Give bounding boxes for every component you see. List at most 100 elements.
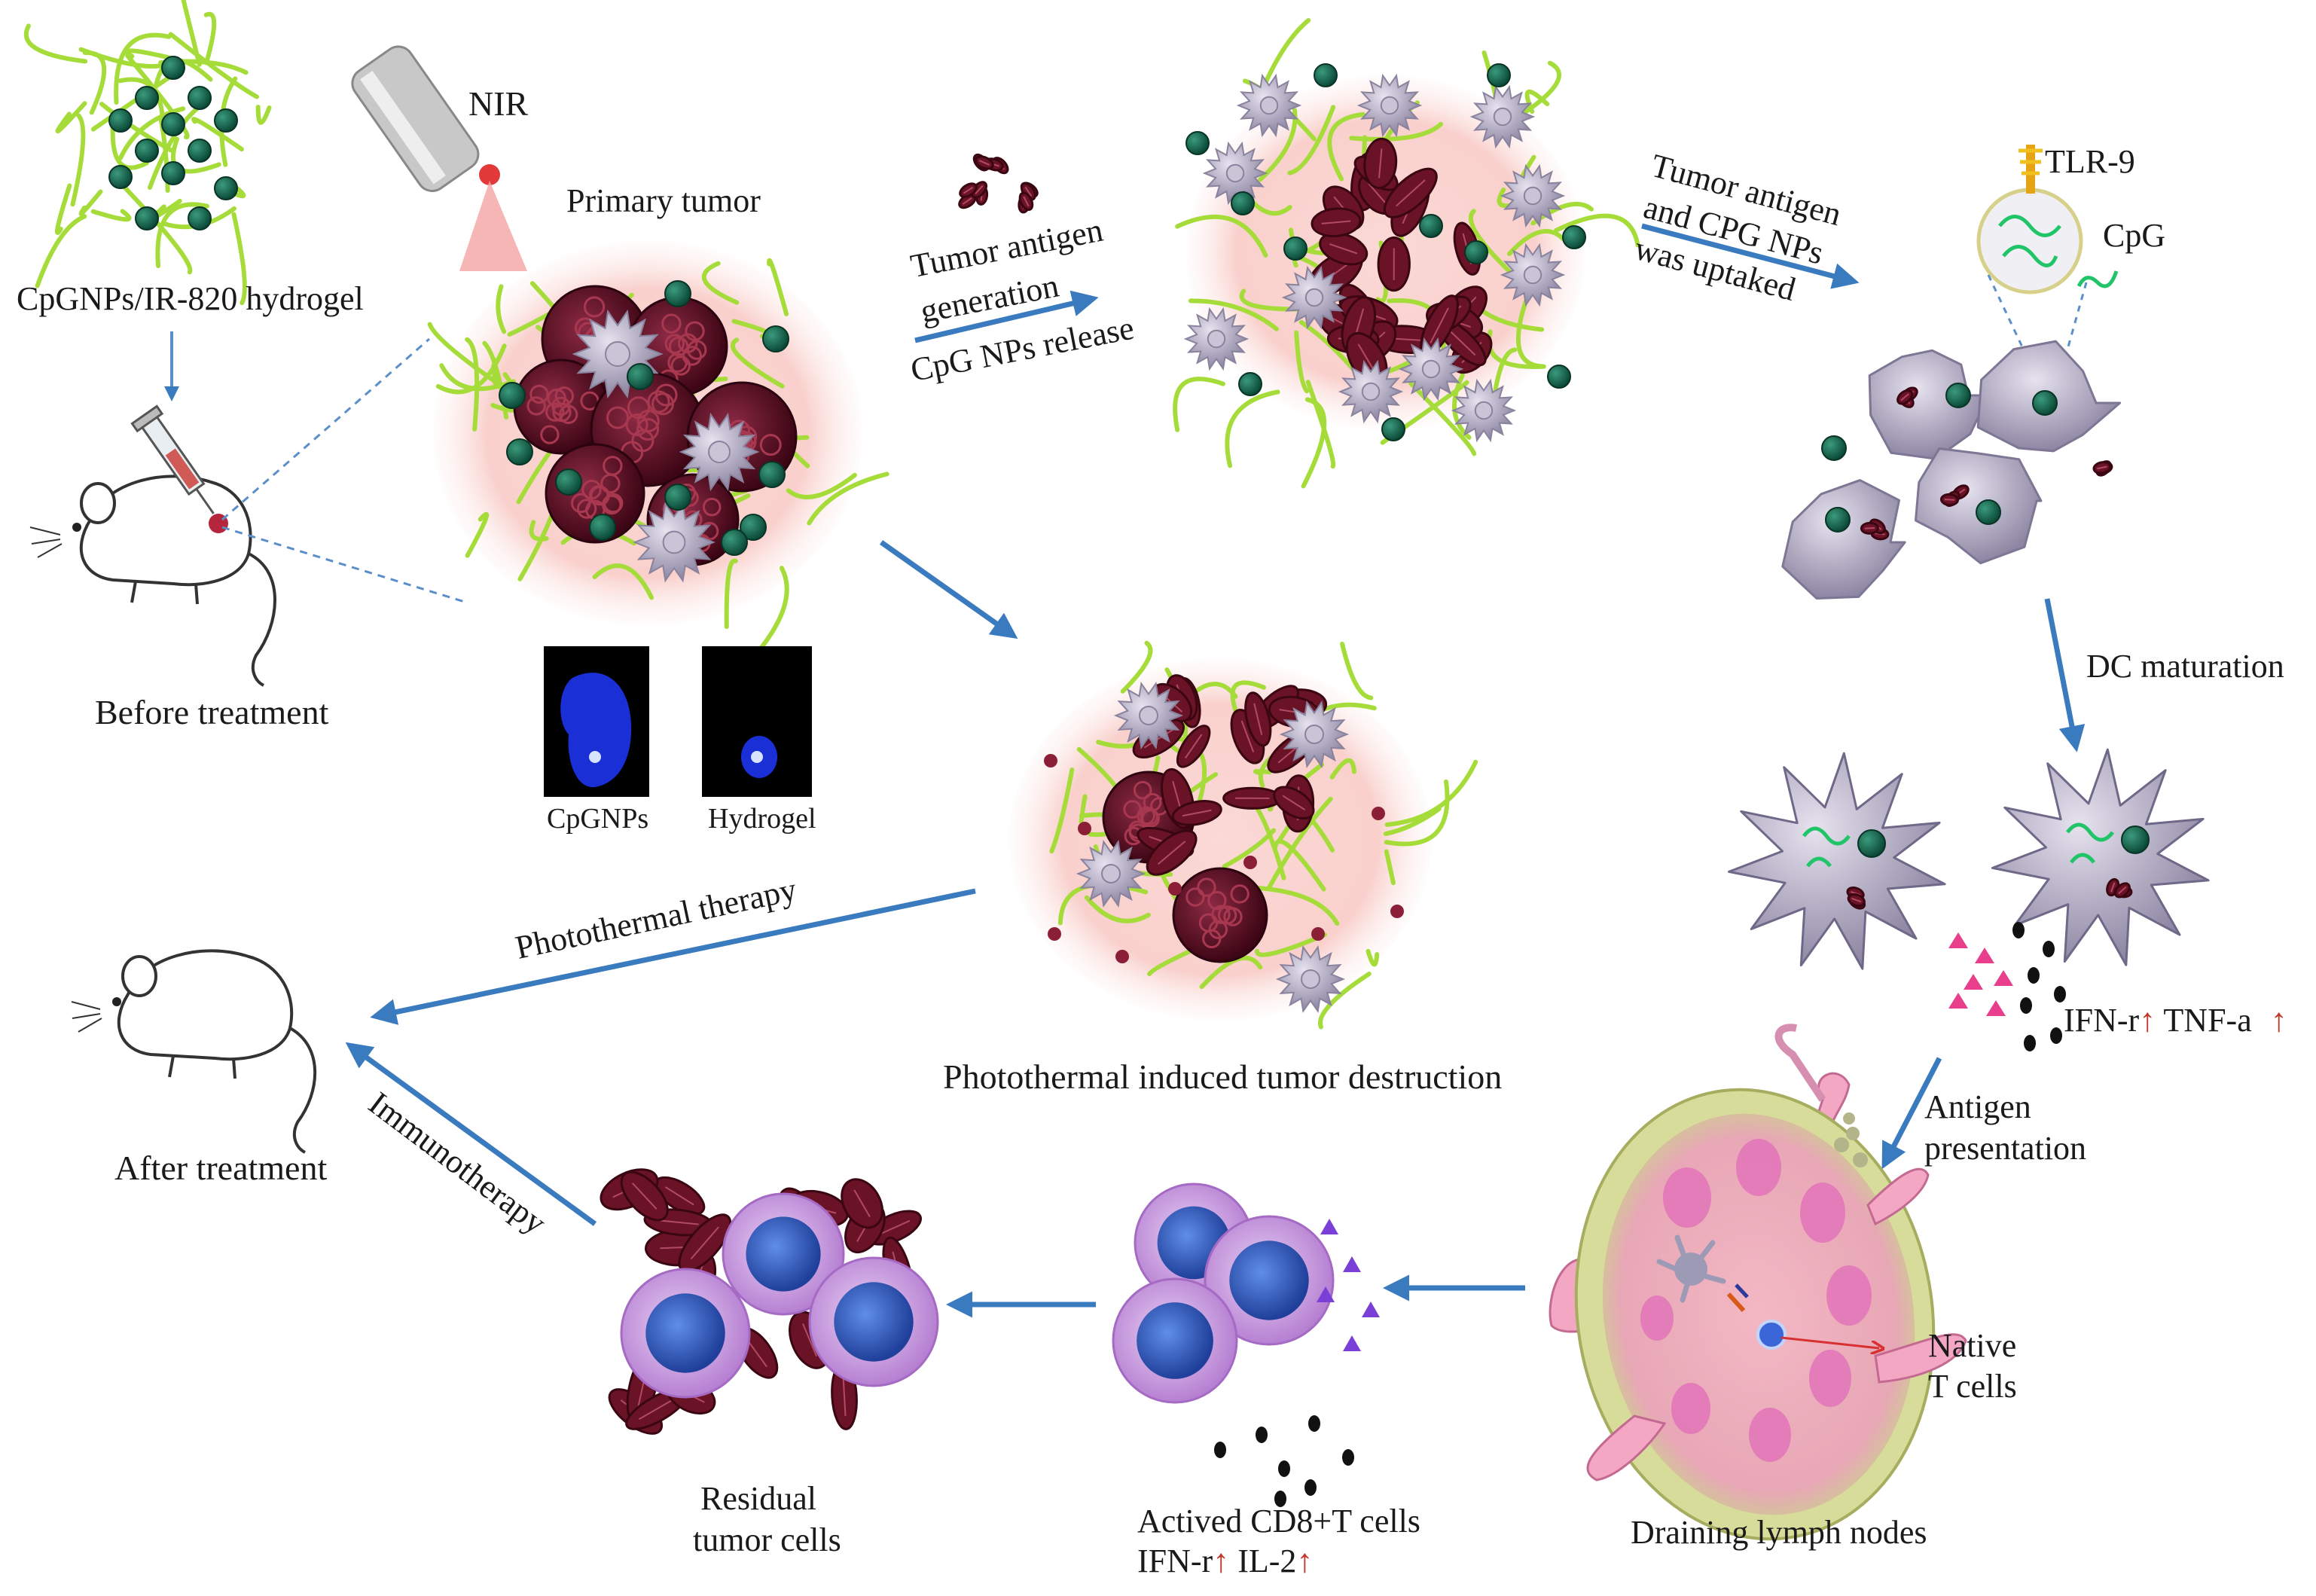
cytokine-dot-icon xyxy=(1304,1479,1317,1496)
fluorescence-image-hydrogel xyxy=(702,646,812,797)
debris-dot-icon xyxy=(1372,807,1385,820)
cytokine-triangle-icon xyxy=(1948,932,1968,948)
label-cpgnps-image: CpGNPs xyxy=(547,803,649,835)
gel-fiber xyxy=(1327,111,1365,182)
gel-fiber xyxy=(1173,377,1225,432)
tumor-fragment-texture xyxy=(1378,148,1383,179)
tumor-texture xyxy=(545,402,565,422)
gel-fiber xyxy=(465,511,490,558)
label-photothermal-destruction: Photothermal induced tumor destruction xyxy=(943,1057,1503,1096)
tumor-fragment-texture xyxy=(802,1323,818,1357)
gel-fiber xyxy=(1049,767,1075,854)
tumor-dc-illustration xyxy=(1173,17,1640,489)
tumor-fragment-texture xyxy=(664,1186,694,1206)
tumor-fragment-texture xyxy=(1329,243,1358,255)
tumor-texture xyxy=(668,336,689,357)
cpg-strand-icon xyxy=(2066,822,2114,864)
tumor-fragment-texture xyxy=(963,186,974,194)
arrow-antigen-presentation xyxy=(1881,1057,1942,1170)
dendritic-cell-icon xyxy=(1781,479,1906,600)
cytokine-triangle-icon xyxy=(1948,993,1968,1009)
cpg-strand-icon xyxy=(1802,826,1851,868)
tumor-fragment-texture xyxy=(1184,734,1203,759)
label-tnf-a: TNF-a xyxy=(2163,1002,2252,1039)
gel-fiber xyxy=(1230,680,1266,719)
gel-fiber xyxy=(1517,60,1561,118)
nanoparticle-icon xyxy=(1945,383,1971,408)
gel-fiber xyxy=(90,209,132,222)
gel-fiber xyxy=(70,113,86,207)
nanoparticle-icon xyxy=(1562,225,1586,249)
tumor-fragment-texture xyxy=(1023,196,1030,207)
cytokine-dot-icon xyxy=(2012,922,2025,938)
tumor-texture xyxy=(661,313,682,334)
dc-nucleus xyxy=(1380,96,1399,115)
gel-fiber xyxy=(1301,397,1327,489)
dc-cluster-illustration xyxy=(1781,340,2122,600)
tumor-fragment-texture xyxy=(746,1338,767,1368)
mouse-before-icon xyxy=(29,404,276,687)
tumor-fragment-texture xyxy=(1368,183,1387,205)
dc-nucleus xyxy=(1301,969,1320,989)
nanoparticle-icon xyxy=(758,461,786,488)
dc-nucleus xyxy=(1474,401,1494,420)
nanoparticle-icon xyxy=(1283,237,1308,261)
cytokine-triangle-icon xyxy=(1317,1286,1335,1302)
cytokine-dot-icon xyxy=(1278,1460,1290,1477)
dc-nucleus xyxy=(1304,288,1324,307)
nanoparticle-icon xyxy=(1825,507,1851,533)
cytokine-dot-icon xyxy=(2024,1035,2036,1051)
nanoparticle-icon xyxy=(589,514,616,541)
nanoparticle-icon xyxy=(762,325,789,352)
tumor-fragment-texture xyxy=(1024,186,1033,197)
tumor-texture xyxy=(647,390,670,413)
gel-fiber xyxy=(592,563,655,600)
gel-fiber xyxy=(1349,121,1444,142)
tumor-fragment-texture xyxy=(1395,179,1426,207)
gel-fiber xyxy=(1384,849,1396,886)
gel-fiber xyxy=(55,101,87,134)
debris-dot-icon xyxy=(1311,927,1325,941)
tumor-fragment-texture xyxy=(975,185,984,194)
cytokine-dot-icon xyxy=(1308,1415,1320,1432)
label-residual-2: tumor cells xyxy=(693,1521,841,1558)
tumor-texture xyxy=(600,473,621,494)
gel-fiber xyxy=(1384,759,1478,827)
tumor-fragment-texture xyxy=(1182,809,1212,817)
tumor-fragment-texture xyxy=(878,1219,911,1236)
mouse-after-icon xyxy=(71,949,317,1154)
zoom-line-top xyxy=(221,337,430,521)
residual-tumor-illustration xyxy=(600,1168,939,1435)
nanoparticle-icon xyxy=(161,161,185,185)
nanoparticle-icon xyxy=(214,108,238,133)
tumor-glow xyxy=(1009,659,1431,1021)
dc-nucleus xyxy=(1101,864,1121,883)
nanoparticle-icon xyxy=(108,165,133,189)
nanoparticle-icon xyxy=(108,108,133,133)
tumor-texture xyxy=(702,497,722,517)
tumor-fragment-texture xyxy=(842,1376,847,1416)
debris-dot-icon xyxy=(1044,754,1057,767)
nanoparticle-icon xyxy=(161,112,185,136)
gel-fiber xyxy=(231,212,247,306)
gel-fiber xyxy=(90,71,179,132)
nanoparticle-icon xyxy=(1821,435,1847,461)
nanoparticle-icon xyxy=(1314,63,1338,87)
dc-nucleus xyxy=(1421,359,1441,379)
tumor-fragment-texture xyxy=(1143,728,1173,749)
fluorescence-image-cpgnps xyxy=(544,646,649,797)
gel-fiber xyxy=(114,32,172,105)
tumor-fragment-texture xyxy=(1851,897,1862,903)
gel-fiber xyxy=(203,11,217,66)
tumor-cell-icon xyxy=(1172,867,1268,963)
tumor-texture xyxy=(670,356,691,376)
tumor-texture xyxy=(1202,929,1222,949)
nanoparticle-icon xyxy=(555,468,582,496)
dc-nucleus xyxy=(1493,107,1512,127)
tumor-texture xyxy=(1141,809,1160,828)
gel-fiber xyxy=(1506,229,1566,257)
cytokine-dot-icon xyxy=(1342,1449,1354,1466)
gel-fiber xyxy=(1120,640,1153,694)
gel-fiber xyxy=(1317,971,1372,1030)
gel-fiber xyxy=(55,183,72,235)
